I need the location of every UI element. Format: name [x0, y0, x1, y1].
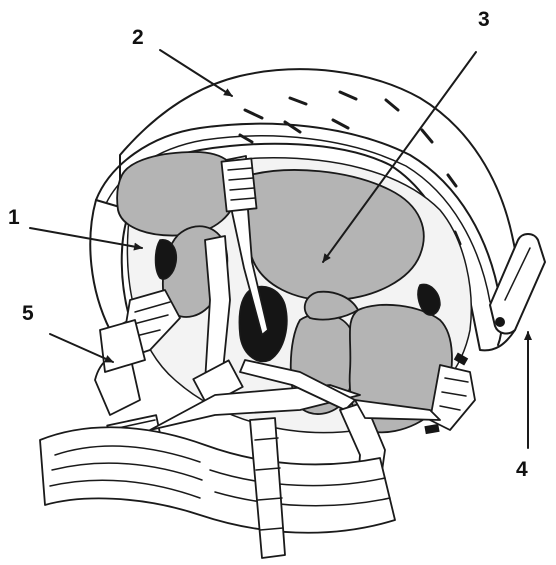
pad-top-left: [117, 152, 238, 236]
callout-1: 1: [8, 206, 20, 229]
callout-3: 3: [478, 8, 490, 31]
callout-5: 5: [22, 302, 34, 325]
arrow-icon: [30, 228, 142, 248]
callout-2: 2: [132, 26, 144, 49]
arrow-icon: [160, 50, 232, 96]
dark-tab-2: [424, 424, 439, 434]
top-buckle: [221, 159, 256, 212]
callout-4: 4: [516, 458, 528, 481]
